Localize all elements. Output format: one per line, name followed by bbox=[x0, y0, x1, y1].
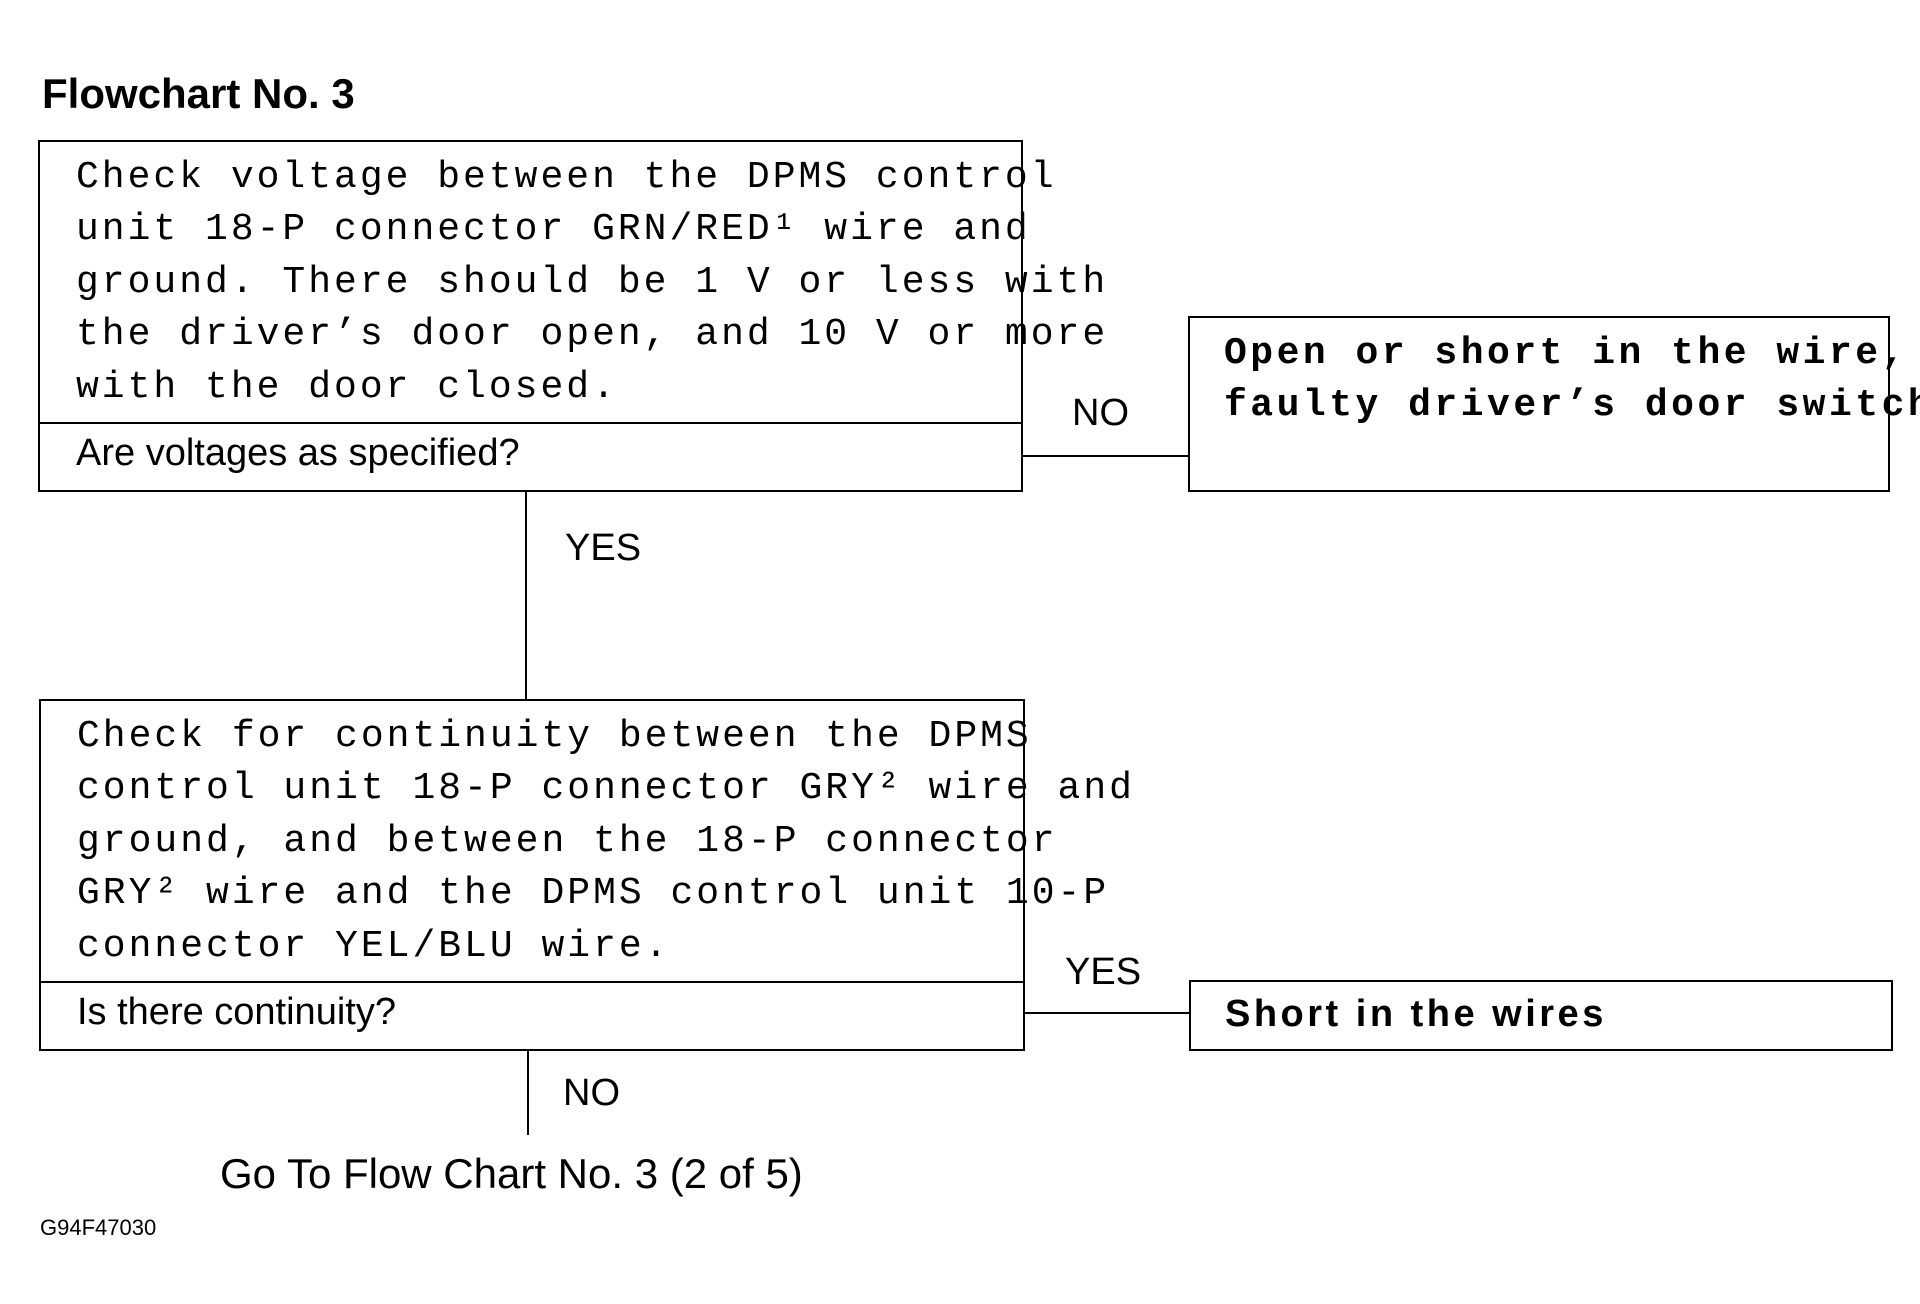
step2-yes-label: YES bbox=[1065, 951, 1142, 993]
step1-question: Are voltages as specified? bbox=[76, 432, 520, 474]
goto-next-chart: Go To Flow Chart No. 3 (2 of 5) bbox=[220, 1150, 803, 1197]
step2-box: Check for continuity between the DPMS co… bbox=[39, 699, 1132, 1051]
step1-yes-label: YES bbox=[565, 527, 642, 569]
step2-yes-result-box: Short in the wires bbox=[1189, 980, 1893, 1051]
flowchart-title: Flowchart No. 3 bbox=[42, 70, 355, 117]
step2-divider bbox=[41, 981, 1023, 983]
step2-no-label: NO bbox=[563, 1072, 620, 1114]
step2-no-connector bbox=[527, 1051, 529, 1135]
step2-instruction: Check for continuity between the DPMS co… bbox=[77, 715, 1135, 968]
step1-yes-connector bbox=[525, 492, 527, 699]
step1-instruction: Check voltage between the DPMS control u… bbox=[76, 156, 1109, 409]
step2-yes-connector bbox=[1025, 1012, 1189, 1014]
figure-code: G94F47030 bbox=[40, 1215, 157, 1240]
step2-yes-result-text: Short in the wires bbox=[1225, 993, 1607, 1035]
step1-no-label: NO bbox=[1072, 392, 1129, 434]
step1-no-connector bbox=[1023, 455, 1188, 457]
step1-box: Check voltage between the DPMS control u… bbox=[38, 140, 1105, 492]
step1-no-result-box: Open or short in the wire, or faulty dri… bbox=[1188, 316, 1920, 492]
step2-question: Is there continuity? bbox=[77, 991, 396, 1033]
step1-no-result-text: Open or short in the wire, or faulty dri… bbox=[1224, 332, 1920, 427]
step1-divider bbox=[40, 422, 1021, 424]
